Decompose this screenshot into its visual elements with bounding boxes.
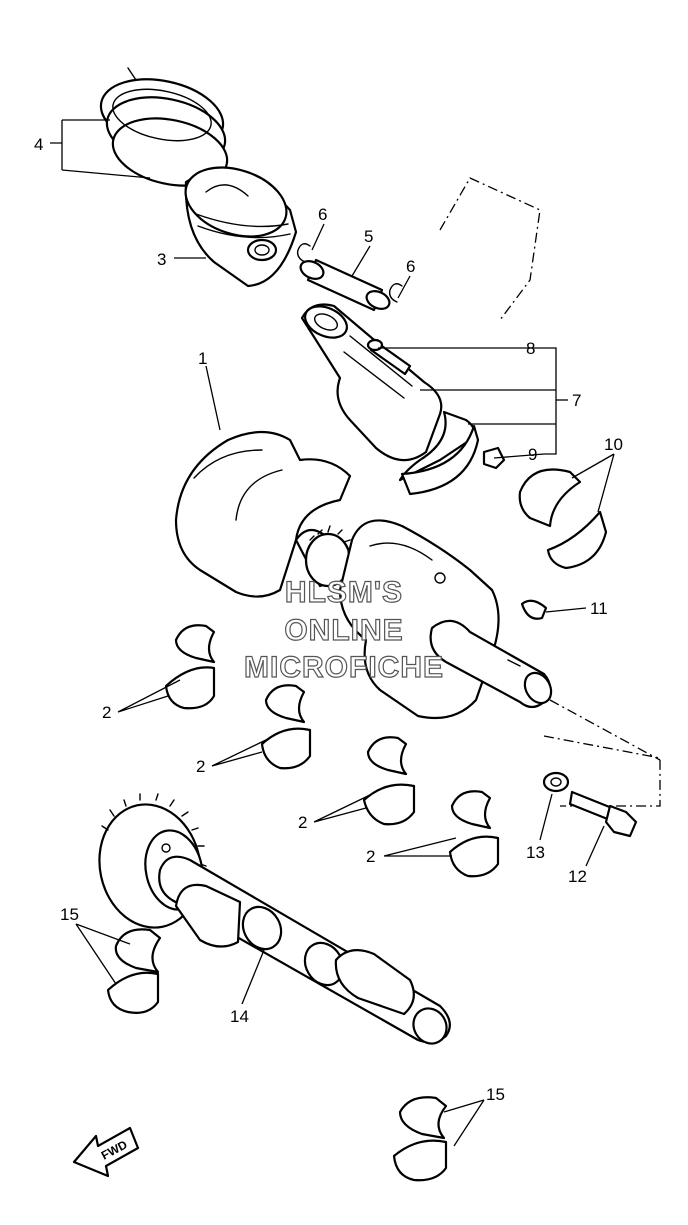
callout-12: 12	[568, 867, 587, 886]
callout-6-right: 6	[406, 257, 415, 276]
callout-13: 13	[526, 843, 545, 862]
callout-7: 7	[572, 391, 581, 410]
main-bearing-4	[448, 790, 500, 878]
balancer-bearing-2	[392, 1096, 448, 1182]
callout-5: 5	[364, 227, 373, 246]
main-bearing-2	[260, 684, 312, 770]
balancer-bearing-1	[106, 928, 162, 1014]
connecting-rod	[300, 177, 541, 496]
watermark-line-1: HLSM'S	[285, 576, 403, 609]
callout-15-right: 15	[486, 1085, 505, 1104]
callout-2-a: 2	[102, 703, 111, 722]
crank-bolt-assembly	[542, 735, 661, 838]
forward-arrow-icon: FWD	[72, 1126, 140, 1178]
piston-pin	[299, 258, 391, 312]
pin-clips	[296, 243, 403, 303]
watermark-line-2: ONLINE	[284, 614, 403, 647]
callout-9: 9	[528, 445, 537, 464]
callout-11: 11	[590, 599, 608, 618]
piston-rings	[99, 67, 229, 187]
callout-6-top: 6	[318, 205, 327, 224]
callout-3: 3	[157, 250, 166, 269]
main-bearing-1	[164, 624, 216, 710]
balancer-shaft	[98, 793, 451, 1045]
callout-2-b: 2	[196, 757, 205, 776]
main-bearing-3	[362, 736, 416, 826]
callout-numbers: 4 3 6 5 6 8 7 9 1 10 11 2 2 2 2 13 12 15…	[34, 135, 623, 1104]
callout-10: 10	[604, 435, 623, 454]
callout-2-d: 2	[366, 847, 375, 866]
crankshaft	[174, 430, 661, 761]
callout-14: 14	[230, 1007, 249, 1026]
conrod-bearings	[518, 468, 608, 570]
callout-4: 4	[34, 135, 43, 154]
leader-lines	[50, 119, 615, 1147]
callout-2-c: 2	[298, 813, 307, 832]
watermark: HLSM'S ONLINE MICROFICHE	[243, 575, 444, 684]
callout-8: 8	[526, 339, 535, 358]
woodruff-key	[520, 599, 548, 620]
callout-15-left: 15	[60, 905, 79, 924]
piston	[184, 166, 298, 288]
callout-1: 1	[198, 349, 207, 368]
watermark-line-3: MICROFICHE	[244, 651, 444, 684]
